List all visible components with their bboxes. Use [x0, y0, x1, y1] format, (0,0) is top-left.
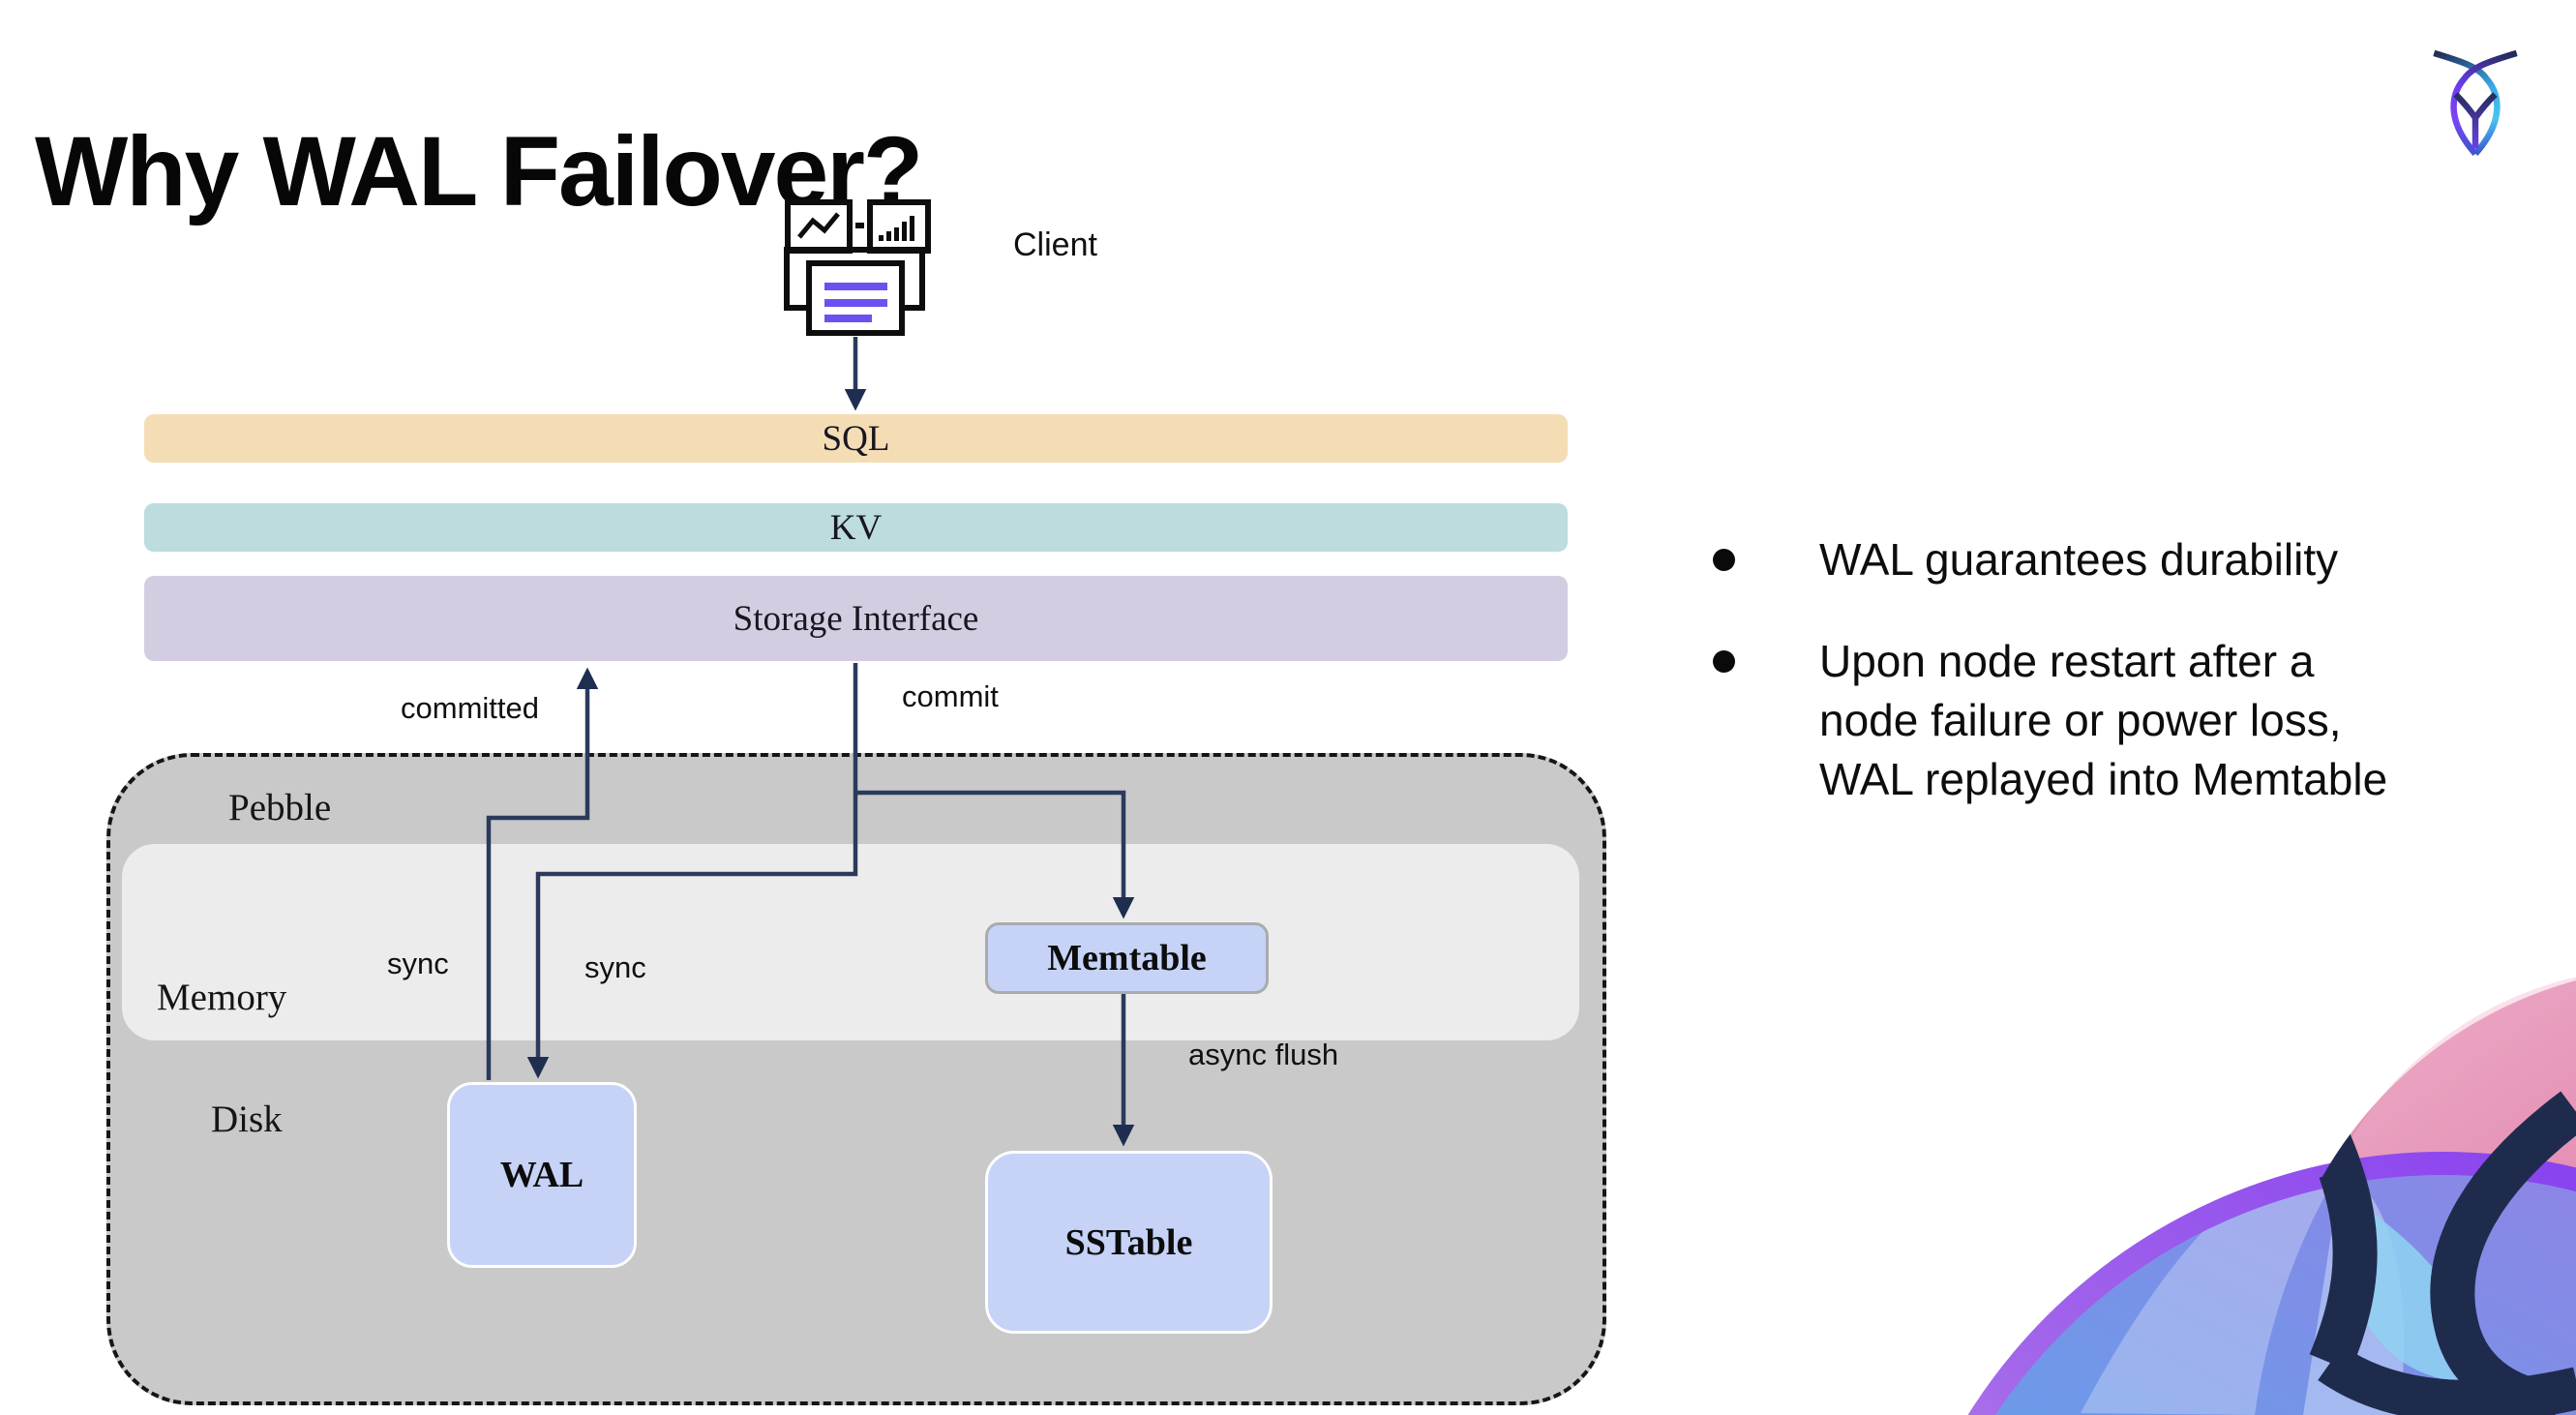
layer-label-sql: SQL	[822, 418, 890, 459]
sync-right-edge-label: sync	[584, 950, 646, 984]
committed-edge-label: committed	[401, 691, 539, 725]
memory-label: Memory	[157, 977, 287, 1018]
brand-artwork	[1967, 977, 2576, 1415]
memtable-label: Memtable	[1047, 938, 1207, 978]
client-label: Client	[1013, 226, 1097, 263]
bullet-item: Upon node restart after a node failure o…	[1711, 632, 2485, 809]
async-flush-edge-label: async flush	[1188, 1038, 1339, 1071]
sync-left-edge-label: sync	[387, 947, 449, 980]
layer-bar-kv: KV	[144, 503, 1568, 552]
memtable-node: Memtable	[985, 922, 1269, 994]
page-title: Why WAL Failover?	[35, 116, 923, 227]
layer-bar-sql: SQL	[144, 414, 1568, 463]
client-app-icon	[784, 199, 931, 336]
wal-node: WAL	[447, 1082, 637, 1268]
sstable-node: SSTable	[985, 1151, 1273, 1334]
pebble-label: Pebble	[228, 787, 332, 828]
memory-region	[122, 844, 1579, 1040]
bullet-item: WAL guarantees durability	[1711, 530, 2485, 589]
layer-label-storage-interface: Storage Interface	[733, 598, 979, 639]
commit-edge-label: commit	[902, 679, 999, 713]
layer-bar-storage-interface: Storage Interface	[144, 576, 1568, 661]
layer-label-kv: KV	[829, 507, 883, 548]
sstable-label: SSTable	[1064, 1221, 1193, 1263]
cockroachdb-logo-icon	[2433, 49, 2518, 157]
bullet-list: WAL guarantees durability Upon node rest…	[1711, 530, 2485, 852]
disk-label: Disk	[211, 1099, 283, 1140]
wal-label: WAL	[499, 1155, 584, 1195]
